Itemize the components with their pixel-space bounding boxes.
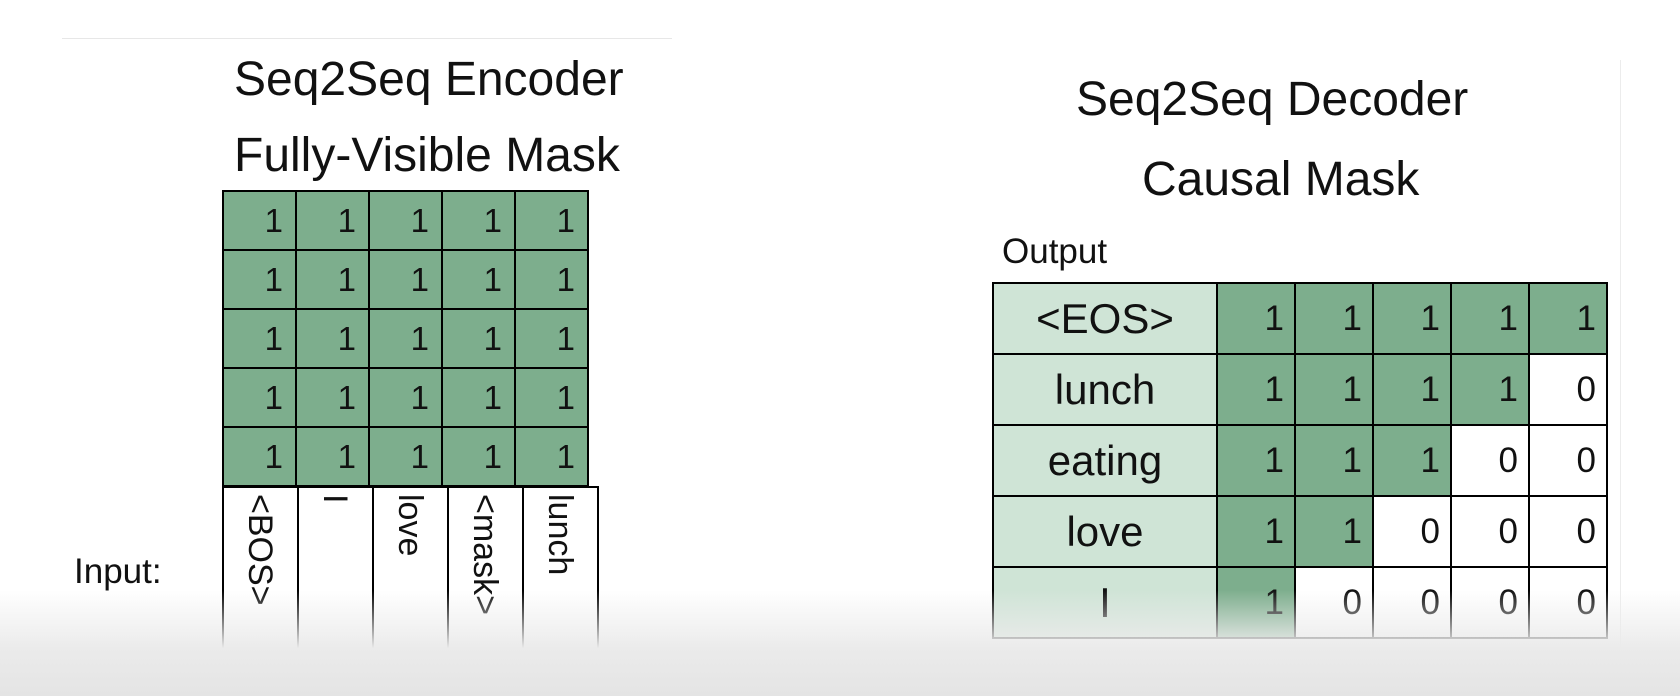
decoder-mask-cell: 0 — [1450, 424, 1530, 497]
encoder-mask-cell: 1 — [222, 367, 297, 428]
decoder-mask-cell: 1 — [1294, 282, 1374, 355]
decoder-subtitle: Causal Mask — [1142, 153, 1420, 206]
input-token: I — [316, 494, 354, 504]
encoder-mask-cell: 1 — [441, 190, 516, 251]
input-token-cell: <BOS> — [222, 486, 299, 658]
decoder-mask-cell: 1 — [1216, 495, 1296, 568]
decoder-mask-cell: 0 — [1294, 566, 1374, 639]
decoder-mask-cell: 0 — [1528, 566, 1608, 639]
top-divider — [62, 38, 672, 39]
input-token: <BOS> — [241, 494, 279, 606]
encoder-mask-cell: 1 — [368, 367, 443, 428]
input-token-cell: lunch — [522, 486, 599, 658]
encoder-mask-cell: 1 — [368, 190, 443, 251]
encoder-mask-cell: 1 — [514, 308, 589, 369]
output-token: eating — [992, 424, 1218, 497]
encoder-mask-cell: 1 — [514, 190, 589, 251]
encoder-mask-cell: 1 — [441, 249, 516, 310]
encoder-mask-cell: 1 — [222, 190, 297, 251]
decoder-mask-cell: 1 — [1294, 424, 1374, 497]
right-divider — [1620, 60, 1621, 660]
encoder-subtitle: Fully-Visible Mask — [234, 129, 620, 182]
encoder-mask-cell: 1 — [368, 426, 443, 487]
output-token: I — [992, 566, 1218, 639]
decoder-mask-cell: 1 — [1450, 282, 1530, 355]
encoder-mask-cell: 1 — [514, 426, 589, 487]
decoder-mask-cell: 1 — [1216, 424, 1296, 497]
decoder-mask-cell: 0 — [1372, 566, 1452, 639]
decoder-mask-cell: 0 — [1450, 566, 1530, 639]
decoder-mask-cell: 1 — [1528, 282, 1608, 355]
encoder-mask-cell: 1 — [222, 249, 297, 310]
decoder-mask-cell: 0 — [1528, 424, 1608, 497]
decoder-mask-cell: 1 — [1216, 282, 1296, 355]
input-token: <mask> — [466, 494, 504, 615]
encoder-mask-cell: 1 — [295, 426, 370, 487]
encoder-mask-cell: 1 — [295, 190, 370, 251]
encoder-mask-cell: 1 — [441, 426, 516, 487]
decoder-mask-cell: 0 — [1372, 495, 1452, 568]
decoder-mask-cell: 1 — [1216, 353, 1296, 426]
encoder-mask-cell: 1 — [295, 308, 370, 369]
decoder-title: Seq2Seq Decoder — [1076, 73, 1469, 126]
decoder-mask-cell: 1 — [1216, 566, 1296, 639]
decoder-mask-cell: 0 — [1528, 353, 1608, 426]
encoder-mask-cell: 1 — [295, 367, 370, 428]
input-token-cell: I — [297, 486, 374, 658]
encoder-mask-cell: 1 — [514, 249, 589, 310]
encoder-title: Seq2Seq Encoder — [234, 53, 624, 106]
input-token-cell: love — [372, 486, 449, 658]
output-label: Output — [1002, 232, 1108, 271]
decoder-mask-cell: 0 — [1450, 495, 1530, 568]
encoder-mask-cell: 1 — [368, 308, 443, 369]
encoder-mask-cell: 1 — [514, 367, 589, 428]
output-token: <EOS> — [992, 282, 1218, 355]
decoder-mask-cell: 0 — [1528, 495, 1608, 568]
input-token-cell: <mask> — [447, 486, 524, 658]
output-token: lunch — [992, 353, 1218, 426]
decoder-mask-cell: 1 — [1372, 282, 1452, 355]
decoder-mask-cell: 1 — [1294, 495, 1374, 568]
decoder-mask-cell: 1 — [1294, 353, 1374, 426]
decoder-mask-cell: 1 — [1450, 353, 1530, 426]
decoder-mask-cell: 1 — [1372, 353, 1452, 426]
input-token: lunch — [541, 494, 579, 576]
output-token: love — [992, 495, 1218, 568]
encoder-mask-cell: 1 — [222, 426, 297, 487]
encoder-mask-cell: 1 — [368, 249, 443, 310]
encoder-mask-cell: 1 — [441, 308, 516, 369]
decoder-mask-cell: 1 — [1372, 424, 1452, 497]
encoder-mask-cell: 1 — [295, 249, 370, 310]
encoder-mask-cell: 1 — [222, 308, 297, 369]
input-label: Input: — [74, 552, 162, 591]
encoder-mask-cell: 1 — [441, 367, 516, 428]
input-token: love — [391, 494, 429, 557]
